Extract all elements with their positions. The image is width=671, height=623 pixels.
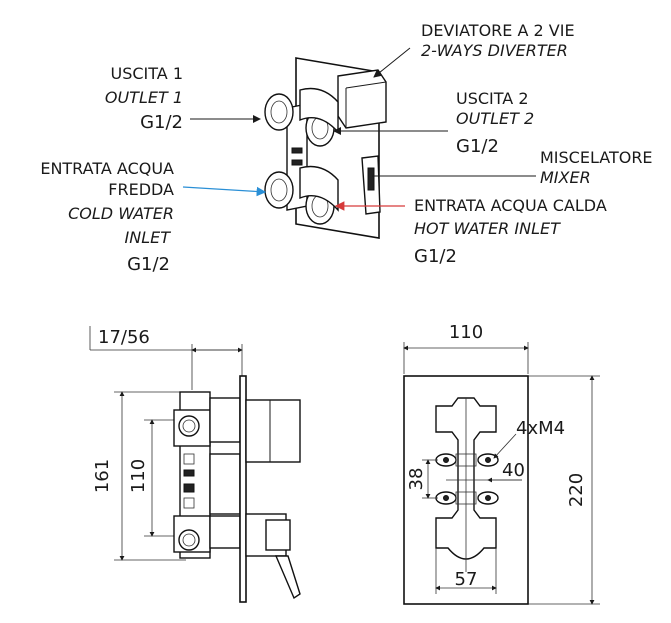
- dim-screws: 4xM4: [516, 418, 565, 439]
- dim-front-height: 220: [566, 473, 587, 507]
- label-outlet1-it: USCITA 1: [111, 64, 184, 83]
- label-diverter-en: 2-WAYS DIVERTER: [421, 41, 568, 60]
- leader-diverter: [373, 47, 411, 78]
- dim-side-depth: 17/56: [98, 327, 150, 348]
- dim-hole-spacing-h: 40: [502, 460, 525, 481]
- iso-outlet1-port: [264, 93, 294, 131]
- dim-hole-spacing-v: 38: [406, 468, 427, 491]
- label-cold-size: G1/2: [127, 254, 170, 275]
- side-diverter-knob: [245, 399, 301, 463]
- label-cold-en-2: INLET: [125, 228, 172, 247]
- label-outlet1-size: G1/2: [140, 112, 183, 133]
- side-mixer-lever: [274, 555, 301, 600]
- dim-front-width: 110: [449, 322, 483, 343]
- label-cold-it-2: FREDDA: [108, 180, 174, 199]
- front-view: [403, 342, 600, 605]
- label-hot-size: G1/2: [414, 246, 457, 267]
- label-outlet1-en: OUTLET 1: [105, 88, 183, 107]
- label-cold-en-1: COLD WATER: [68, 204, 174, 223]
- label-outlet2-size: G1/2: [456, 136, 499, 157]
- label-outlet2-it: USCITA 2: [456, 89, 529, 108]
- dim-side-height-outer: 161: [92, 459, 113, 493]
- label-outlet2-en: OUTLET 2: [456, 109, 534, 128]
- dim-side-height-inner: 110: [128, 459, 149, 493]
- side-view: [89, 326, 301, 603]
- label-mixer-it: MISCELATORE: [540, 148, 653, 167]
- isometric-product-view: [264, 57, 387, 239]
- dim-bottom-width: 57: [455, 569, 478, 590]
- iso-cold-inlet-port: [264, 171, 294, 209]
- leader-cold: [182, 186, 267, 197]
- label-cold-it-1: ENTRATA ACQUA: [40, 159, 174, 178]
- label-hot-en: HOT WATER INLET: [414, 219, 561, 238]
- iso-diverter-knob: [337, 69, 387, 129]
- label-hot-it: ENTRATA ACQUA CALDA: [414, 196, 607, 215]
- label-diverter-it: DEVIATORE A 2 VIE: [421, 21, 575, 40]
- side-cover-plate: [239, 375, 247, 603]
- label-mixer-en: MIXER: [540, 168, 591, 187]
